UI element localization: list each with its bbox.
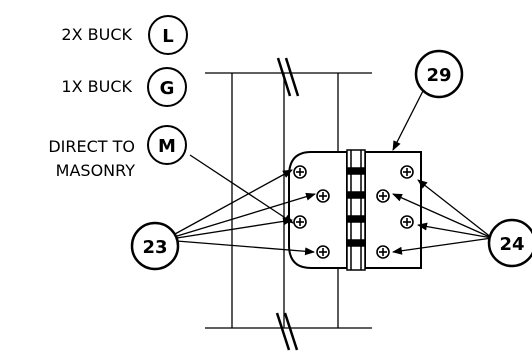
screw-head-door-3 xyxy=(400,215,414,229)
screw-group xyxy=(293,165,414,259)
screw-head-frame-2 xyxy=(316,189,330,203)
screw-head-frame-4 xyxy=(316,245,330,259)
legend-m-letter: M xyxy=(158,136,176,157)
screw-head-door-4 xyxy=(376,245,390,259)
screw-head-frame-1 xyxy=(293,165,307,179)
break-mark-bottom xyxy=(275,312,299,351)
legend-g-letter: G xyxy=(160,78,175,99)
legend-m-bubble xyxy=(147,125,187,165)
legend-l-letter: L xyxy=(162,26,173,47)
leader-lines xyxy=(163,86,493,256)
legend-2x-buck-label: 2X BUCK xyxy=(61,25,132,44)
screw-head-door-1 xyxy=(400,165,414,179)
screw-head-frame-3 xyxy=(293,215,307,229)
screw-head-door-2 xyxy=(376,189,390,203)
callout-29-bubble xyxy=(414,49,464,99)
legend-1x-buck-label: 1X BUCK xyxy=(61,77,132,96)
legend-direct-line1: DIRECT TO xyxy=(48,137,135,156)
legend-l-bubble xyxy=(148,15,188,55)
callout-29-label: 29 xyxy=(426,65,451,86)
hinge-frame-leaf xyxy=(288,151,348,269)
hinge-knuckles xyxy=(346,149,366,271)
callout-23-label: 23 xyxy=(142,237,167,258)
legend-direct-line2: MASONRY xyxy=(56,161,136,180)
callout-24-label: 24 xyxy=(499,234,524,255)
legend-g-bubble xyxy=(147,67,187,107)
callout-24-bubble xyxy=(487,218,532,268)
callout-23-bubble xyxy=(130,221,180,271)
break-mark-top xyxy=(276,57,300,97)
